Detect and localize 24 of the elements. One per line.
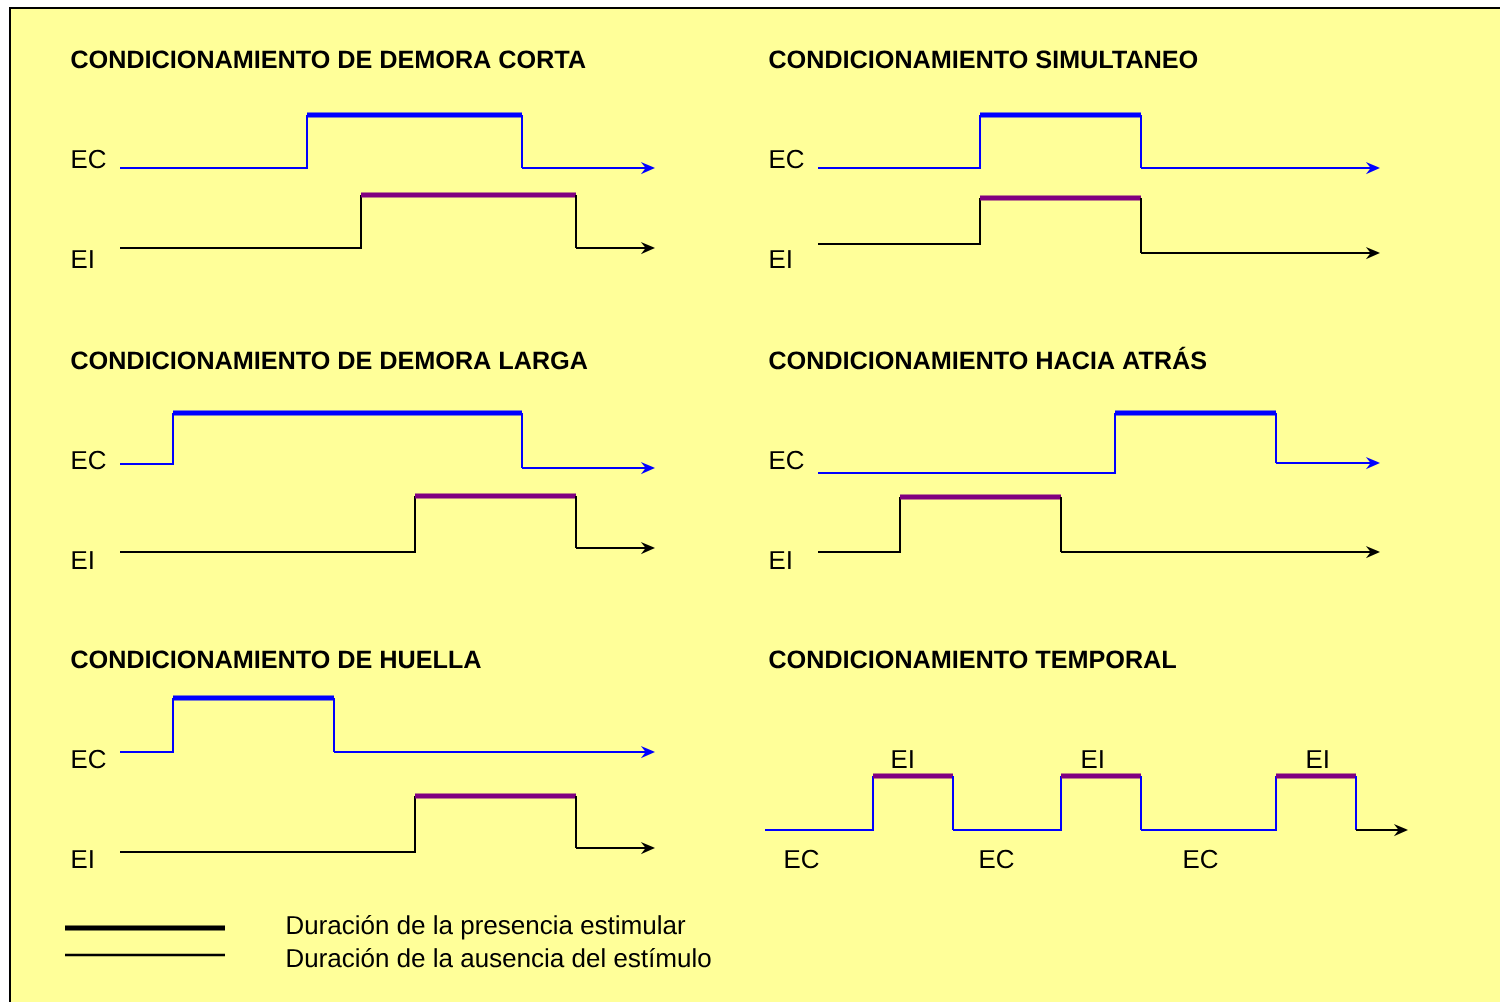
- signal-label: EI: [770, 250, 791, 268]
- legend-text: Duración de la ausencia del estímulo: [287, 947, 711, 968]
- signal-label: EC: [72, 149, 106, 169]
- panel-title: CONDICIONAMIENTO DE DEMORA CORTA: [71, 50, 586, 69]
- signal-label: EI: [72, 850, 93, 868]
- panel-title: CONDICIONAMIENTO TEMPORAL: [769, 650, 1176, 669]
- signal-label: EC: [770, 450, 804, 470]
- legend-text: Duración de la presencia estimular: [287, 914, 686, 940]
- signal-label: EC: [785, 849, 819, 869]
- signal-label: EC: [980, 849, 1014, 869]
- signal-label: EI: [770, 551, 791, 569]
- signal-label: EC: [72, 749, 106, 769]
- signal-label: EI: [72, 250, 93, 268]
- signal-label: EI: [1307, 750, 1328, 768]
- signal-label: EC: [72, 450, 106, 470]
- signal-label: EC: [1184, 849, 1218, 869]
- panel-title: CONDICIONAMIENTO DE HUELLA: [71, 650, 481, 669]
- signal-label: EI: [1082, 750, 1103, 768]
- panel-title: CONDICIONAMIENTO SIMULTANEO: [769, 50, 1198, 69]
- signal-label: EI: [892, 750, 913, 768]
- panel-title: CONDICIONAMIENTO HACIA ATRÁS: [769, 346, 1207, 370]
- signal-label: EC: [770, 149, 804, 169]
- signal-label: EI: [72, 551, 93, 569]
- panel-title: CONDICIONAMIENTO DE DEMORA LARGA: [71, 351, 588, 370]
